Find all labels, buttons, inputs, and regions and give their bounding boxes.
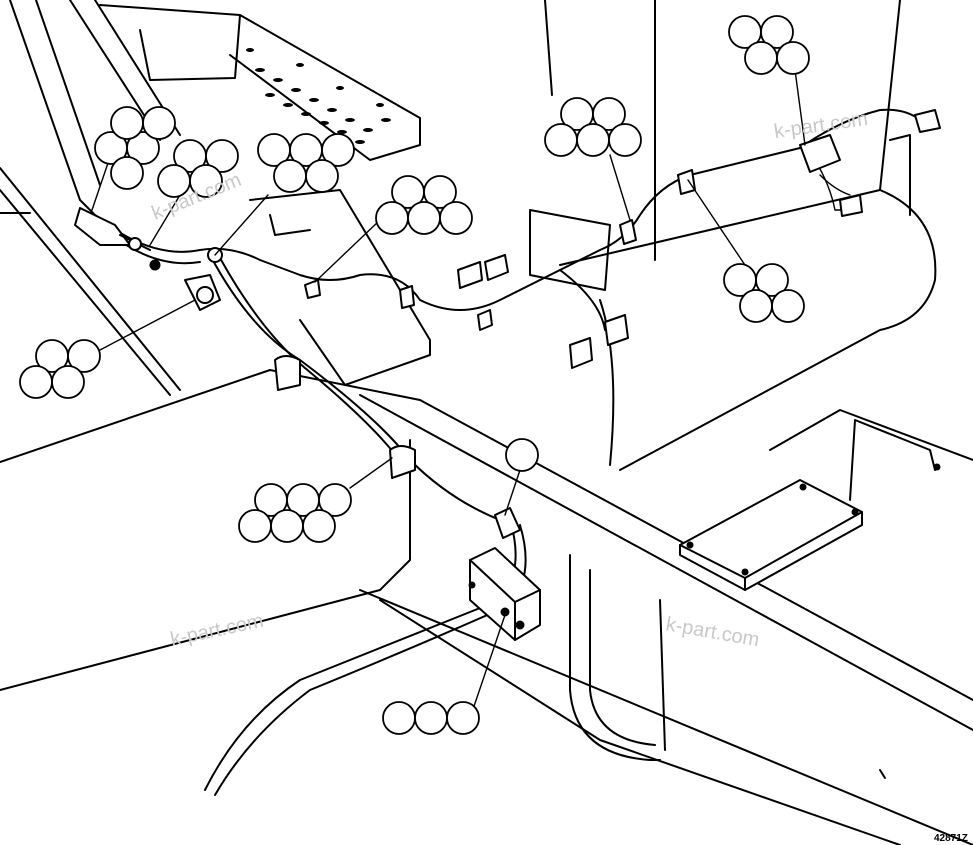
callout-bubble (305, 159, 339, 193)
callout-bubble (126, 131, 160, 165)
callout-bubble (19, 365, 53, 399)
connector-left (74, 207, 161, 271)
callout-group-block (382, 701, 480, 735)
harness-clips (274, 169, 696, 539)
callout-bubble (318, 483, 352, 517)
callout-bubble (270, 509, 304, 543)
callout-bubble (205, 139, 239, 173)
callout-bubble (375, 201, 409, 235)
callout-bubble (189, 164, 223, 198)
callout-group-connector (94, 106, 176, 190)
callout-bubble (110, 156, 144, 190)
callout-bubble (505, 438, 539, 472)
callout-group-tank-right (723, 263, 805, 323)
callout-group-clamp-left (375, 175, 473, 235)
right-connector-bundle (799, 109, 941, 217)
callout-bubble (273, 159, 307, 193)
junction-block (468, 547, 541, 641)
callout-bubble (423, 175, 457, 209)
callout-group-clamp-mid (544, 97, 642, 157)
callout-bubble (321, 133, 355, 167)
left-frame-rail (0, 0, 181, 396)
fuel-tank (529, 0, 973, 471)
mounting-plate-right (679, 419, 941, 591)
callout-bubble (446, 701, 480, 735)
callout-group-tank-top (728, 15, 810, 75)
callout-bubble (771, 289, 805, 323)
callout-bubble (382, 701, 416, 735)
callout-bubble (238, 509, 272, 543)
watermark-text: k-part.com (664, 613, 761, 651)
callout-bubble (142, 106, 176, 140)
callout-group-receptacle (19, 339, 101, 399)
callout-bubble (110, 106, 144, 140)
callout-bubble (414, 701, 448, 735)
callout-group-plug (157, 139, 239, 198)
callout-group-frame-clip (238, 483, 352, 543)
plug-connector (184, 247, 223, 311)
callout-bubble (755, 263, 789, 297)
watermark-text: k-part.com (168, 610, 265, 651)
callout-bubble (51, 365, 85, 399)
callout-bubble (544, 123, 578, 157)
figure-code: 42871Z (934, 833, 968, 844)
callout-bubble (67, 339, 101, 373)
callout-group-bracket (505, 438, 539, 472)
callout-bubble (739, 289, 773, 323)
callout-bubble (760, 15, 794, 49)
callout-bubble (592, 97, 626, 131)
callout-bubble (744, 41, 778, 75)
callout-bubble (608, 123, 642, 157)
callout-bubble (302, 509, 336, 543)
callout-group-harness-top (257, 133, 355, 193)
leader-lines (91, 69, 806, 719)
callout-bubble (407, 201, 441, 235)
callout-bubble (776, 41, 810, 75)
callout-bubble (576, 123, 610, 157)
callout-bubble (439, 201, 473, 235)
